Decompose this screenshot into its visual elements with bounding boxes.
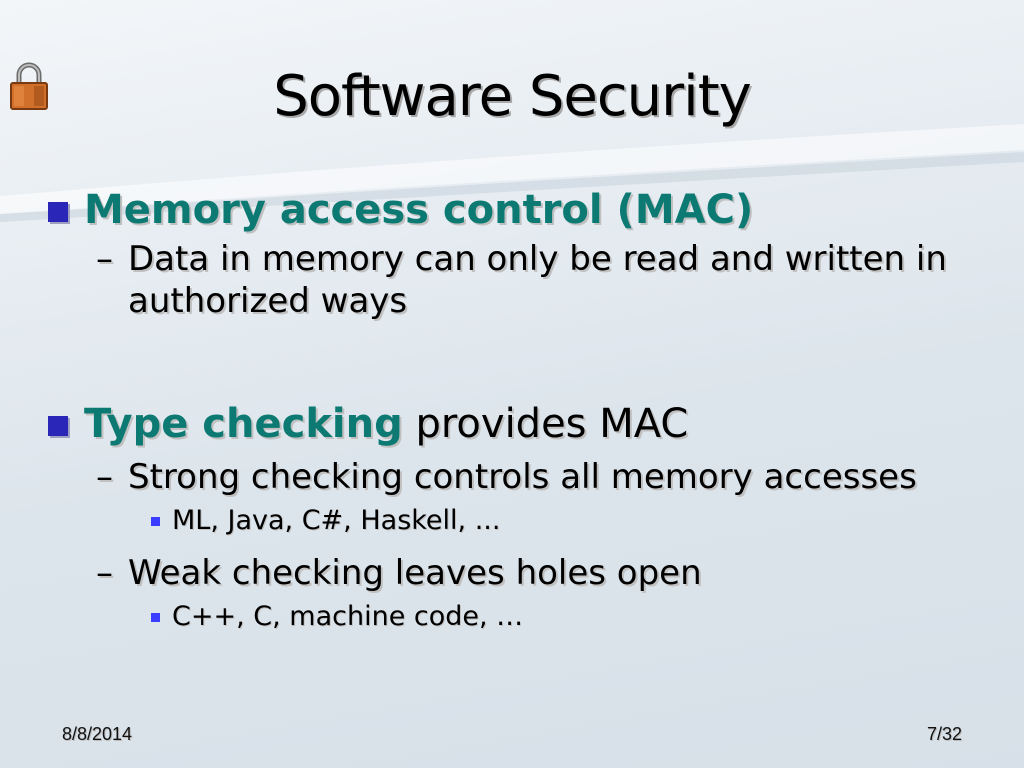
bullet-level2: – Data in memory can only be read and wr… <box>48 238 978 322</box>
footer-page-number: 7/32 <box>926 724 962 744</box>
bullet-level2: – Weak checking leaves holes open <box>48 552 978 594</box>
bullet-level1: Type checking provides MAC <box>48 400 978 448</box>
bullet-highlight: Memory access control (MAC) <box>84 187 754 233</box>
footer-date: 8/8/2014 <box>62 724 133 744</box>
slide-title: Software Security <box>273 64 752 129</box>
sub-sub-bullet-text: C++, C, machine code, … <box>172 601 524 632</box>
bullet-level3: C++, C, machine code, … <box>48 600 978 634</box>
bullet-type-checking: Type checking provides MAC – Strong chec… <box>48 400 978 634</box>
small-square-bullet-icon <box>151 517 160 526</box>
small-square-bullet-icon <box>151 613 160 622</box>
sub-bullet-text: Strong checking controls all memory acce… <box>128 457 917 497</box>
bullet-level2: – Strong checking controls all memory ac… <box>48 456 978 498</box>
dash-bullet: – <box>96 457 113 497</box>
dash-bullet: – <box>96 553 113 593</box>
bullet-level1: Memory access control (MAC) <box>48 186 978 234</box>
square-bullet-icon <box>48 416 68 436</box>
padlock-icon <box>10 62 48 110</box>
bullet-memory-access-control: Memory access control (MAC) – Data in me… <box>48 186 978 322</box>
bullet-level3: ML, Java, C#, Haskell, ... <box>48 504 978 538</box>
bullet-text: provides MAC <box>402 401 689 447</box>
sub-bullet-text: Weak checking leaves holes open <box>128 553 702 593</box>
sub-sub-bullet-text: ML, Java, C#, Haskell, ... <box>172 505 501 536</box>
dash-bullet: – <box>96 239 113 279</box>
sub-bullet-text: Data in memory can only be read and writ… <box>128 239 947 321</box>
square-bullet-icon <box>48 202 68 222</box>
bullet-highlight: Type checking <box>84 401 403 447</box>
